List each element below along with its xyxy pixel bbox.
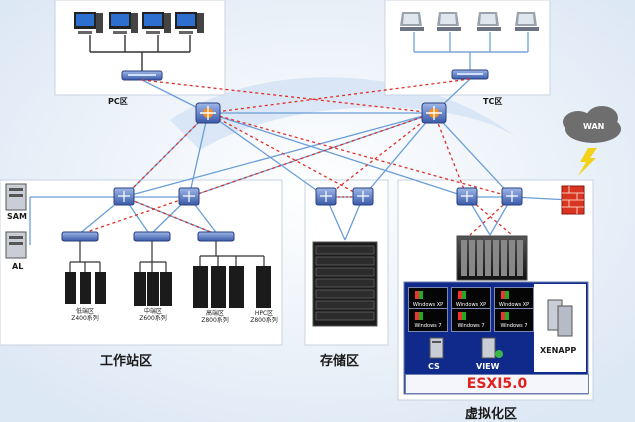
desktop-tile: Windows 7 (494, 308, 534, 332)
ws-group-high: 高端区 Z800系列 (190, 310, 240, 324)
access-switch-icon (456, 187, 478, 206)
pc-computer-icon (175, 12, 204, 34)
redundant-links (77, 78, 513, 236)
ws-group-series: Z800系列 (201, 317, 229, 324)
ws-group-name: 高端区 (205, 310, 224, 317)
pc-computer-icon (109, 12, 138, 34)
desktop-os-label: Windows 7 (500, 323, 528, 329)
thin-client-icon (477, 12, 501, 31)
wan-label: WAN (583, 122, 605, 131)
ws-group-series: Z600系列 (139, 315, 167, 322)
ws-group-low: 低端区 Z400系列 (62, 308, 108, 322)
thin-client-icon (437, 12, 461, 31)
ws-group-name: HPC区 (254, 310, 274, 317)
sam-label: SAM (7, 212, 27, 221)
access-switch-icon (501, 187, 523, 206)
ws-group-mid: 中端区 Z600系列 (130, 308, 176, 322)
virtual-zone-label: 虚拟化区 (465, 407, 518, 422)
workstation-switch-icon (133, 231, 171, 242)
view-label: VIEW (476, 362, 500, 371)
desktop-os-label: Windows XP (412, 302, 444, 308)
cs-server-icon (429, 337, 444, 359)
ws-group-series: Z400系列 (71, 315, 99, 322)
esxi-platform-label: ESXI5.0 (405, 374, 589, 394)
thin-client-icon (515, 12, 539, 31)
cs-label: CS (428, 362, 440, 371)
workstation-wiring (69, 241, 265, 272)
al-server-icon (5, 231, 27, 259)
core-switch-right-icon (421, 102, 447, 124)
desktop-tile: Windows 7 (408, 308, 448, 332)
ws-group-name: 低端区 (75, 308, 94, 315)
tc-switch-icon (451, 69, 489, 80)
storage-array-icon (312, 241, 378, 327)
pc-computer-icons (74, 12, 204, 34)
pc-computer-icon (142, 12, 171, 34)
tc-wiring (413, 32, 529, 72)
ws-group-hpc: HPC区 Z800系列 (244, 310, 284, 324)
desktop-tile: Windows XP (451, 287, 491, 311)
pc-zone-label: PC区 (108, 97, 128, 106)
storage-zone-label: 存储区 (320, 354, 360, 369)
desktop-os-label: Windows 7 (414, 323, 442, 329)
workstation-tower-icons (65, 266, 271, 308)
pc-switch-icon (121, 70, 163, 81)
desktop-os-label: Windows XP (455, 302, 487, 308)
wan-cloud-icon (563, 106, 621, 143)
pc-computer-icon (74, 12, 103, 34)
workstation-switch-icon (61, 231, 99, 242)
desktop-os-label: Windows XP (498, 302, 530, 308)
pc-computers (89, 35, 191, 72)
workstation-switch-icon (197, 231, 235, 242)
xenapp-label: XENAPP (540, 346, 577, 355)
access-switch-icon (178, 187, 200, 206)
access-switch-icon (315, 187, 337, 206)
xenapp-server-icon (547, 299, 573, 337)
tc-zone-label: TC区 (483, 97, 503, 106)
view-server-icon (481, 337, 503, 359)
al-label: AL (12, 262, 24, 271)
ws-group-name: 中端区 (143, 308, 162, 315)
lightning-icon (578, 148, 597, 176)
workstation-switch-icons (61, 231, 235, 242)
workstation-zone-label: 工作站区 (100, 354, 153, 369)
core-switch-left-icon (195, 102, 221, 124)
blade-chassis-icon (456, 235, 528, 281)
ws-group-series: Z800系列 (250, 317, 278, 324)
access-switch-icons (113, 187, 523, 206)
sam-server-icon (5, 183, 27, 211)
access-switch-icon (113, 187, 135, 206)
desktop-os-label: Windows 7 (457, 323, 485, 329)
tc-client-icons (400, 12, 539, 31)
firewall-icon (561, 185, 585, 215)
access-switch-icon (352, 187, 374, 206)
desktop-tile: Windows 7 (451, 308, 491, 332)
thin-client-icon (400, 12, 424, 31)
